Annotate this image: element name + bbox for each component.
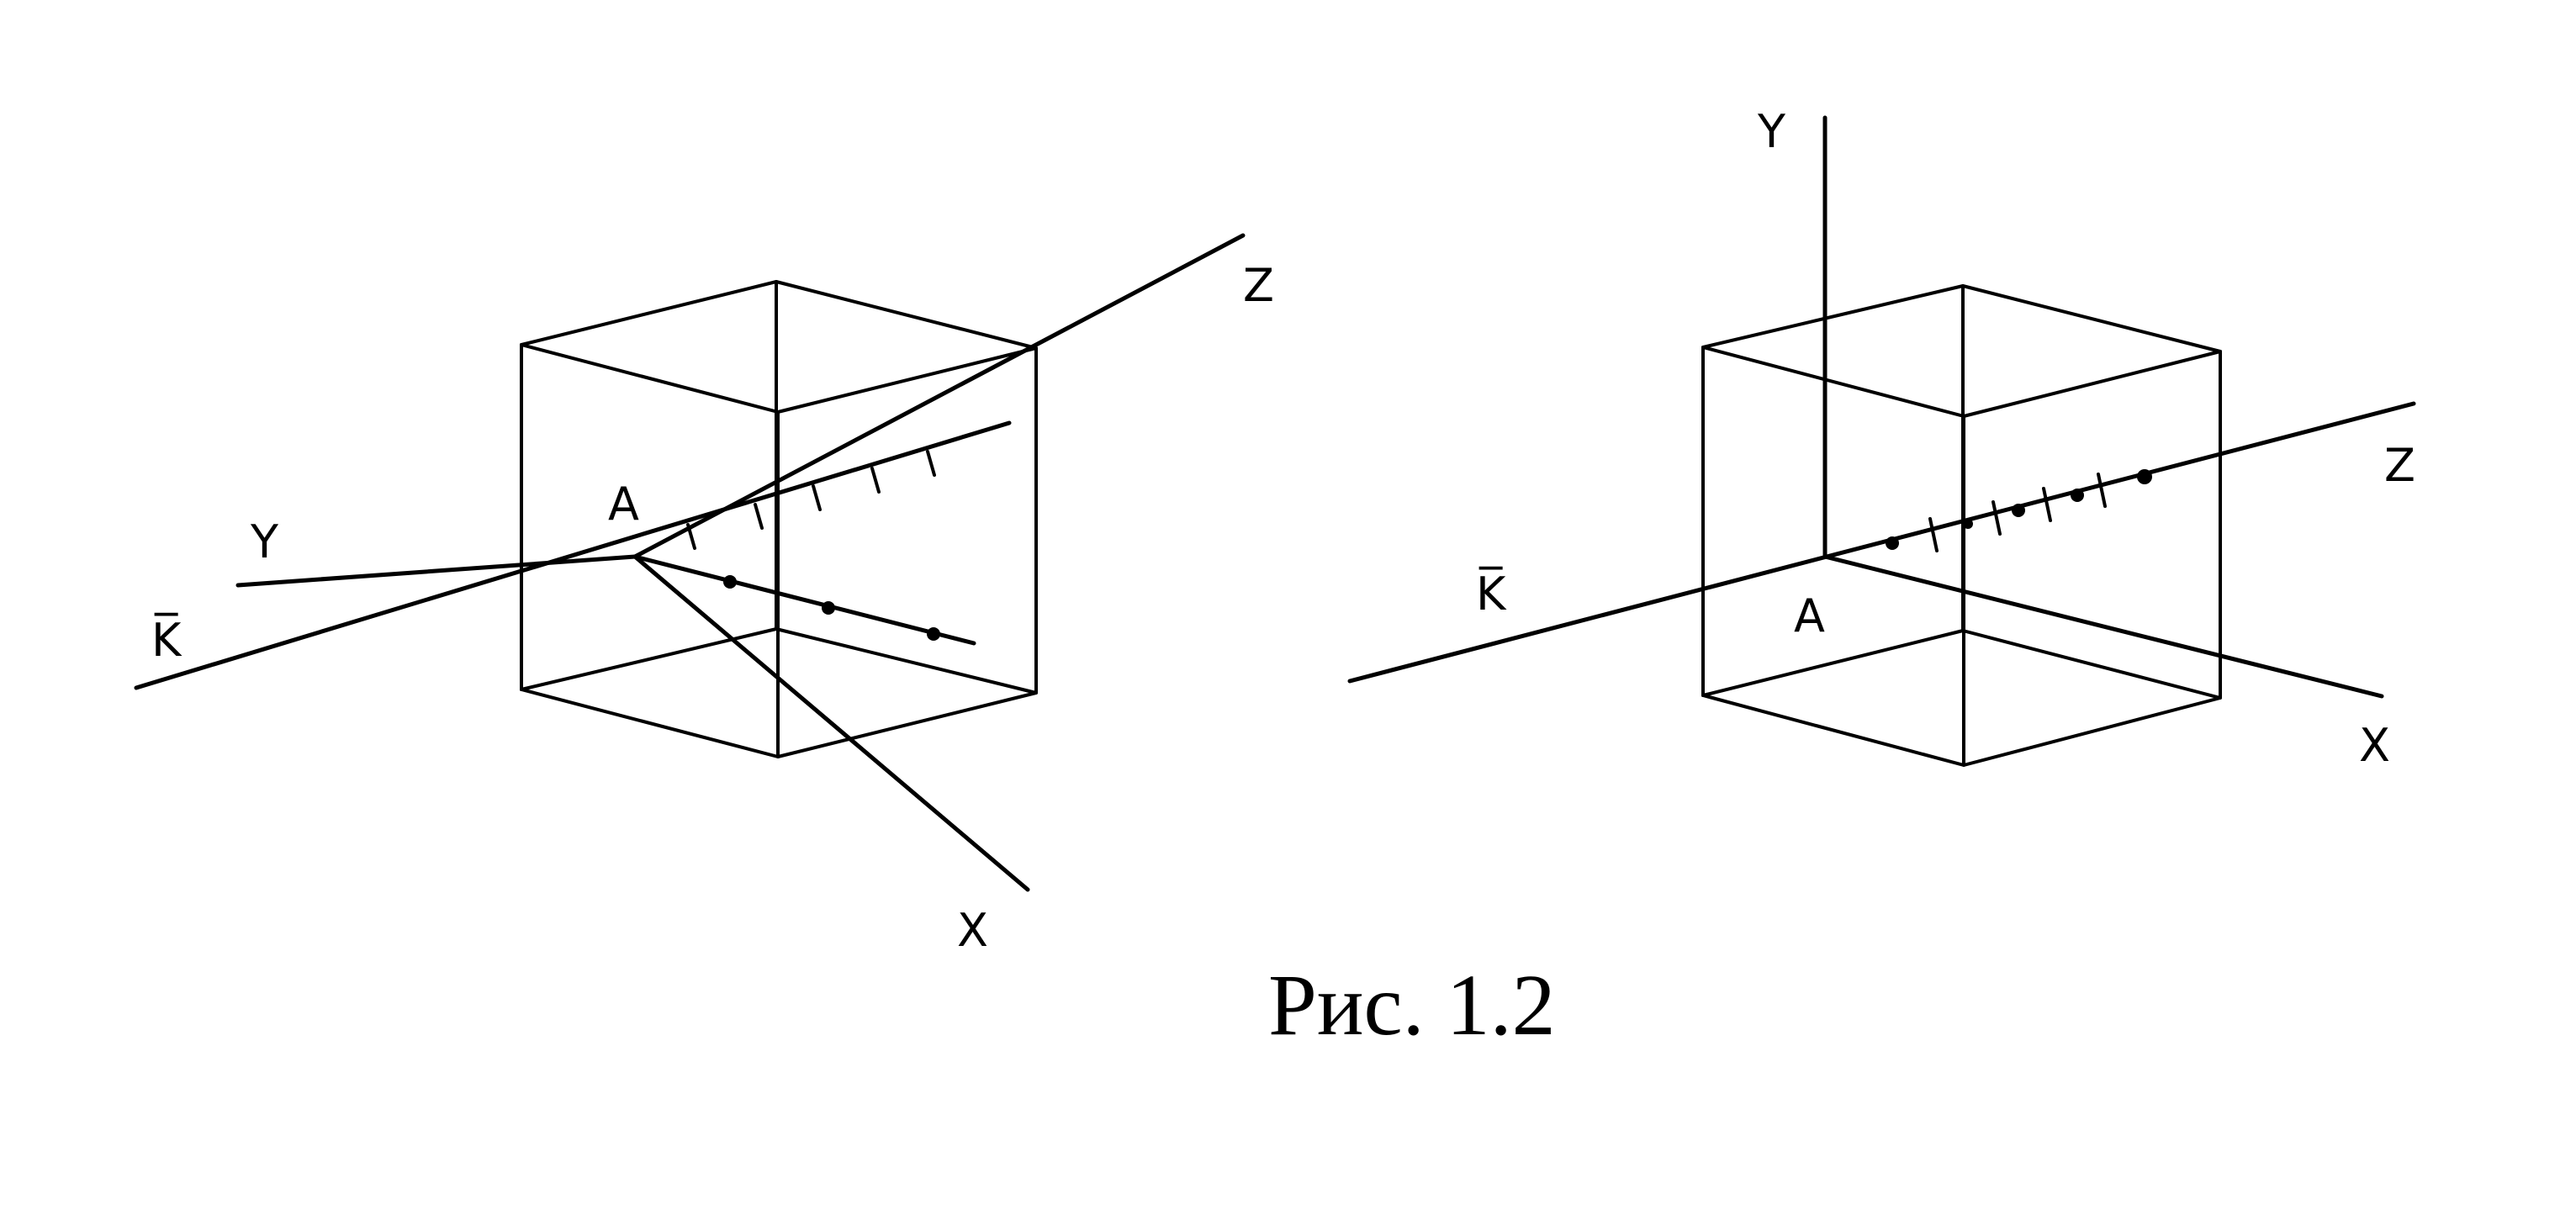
right-axes bbox=[1347, 115, 2416, 699]
left-dot bbox=[927, 627, 940, 641]
left-y-axis bbox=[235, 554, 637, 588]
left-tick bbox=[926, 450, 936, 477]
left-cube bbox=[520, 280, 1038, 758]
left-axes bbox=[134, 233, 1246, 892]
right-y-axis-label: Y bbox=[1757, 105, 1786, 158]
right-z-axis-label: Z bbox=[2384, 439, 2415, 492]
right-dot bbox=[2071, 489, 2084, 502]
left-dot bbox=[822, 601, 835, 615]
left-z-axis bbox=[632, 233, 1246, 559]
right-dot bbox=[2012, 504, 2025, 517]
right-z-axis bbox=[1347, 401, 2416, 684]
right-dot bbox=[2137, 469, 2152, 484]
right-k-vector-label: K̅ bbox=[1476, 567, 1507, 621]
left-cube-top-face bbox=[520, 280, 1038, 414]
left-x-axis bbox=[632, 554, 1030, 892]
left-dot bbox=[723, 575, 737, 589]
left-tick bbox=[812, 484, 822, 511]
right-z-dots bbox=[1886, 469, 2152, 550]
left-x-axis-label: X bbox=[957, 904, 988, 957]
right-tick bbox=[2042, 487, 2052, 522]
right-dot bbox=[1886, 536, 1899, 550]
left-projection-line bbox=[632, 554, 976, 646]
left-z-axis-label: Z bbox=[1243, 259, 1274, 312]
left-panel: A Y Z X K̅ bbox=[134, 233, 1274, 957]
left-y-axis-label: Y bbox=[250, 515, 279, 568]
left-k-vector-label: K̅ bbox=[151, 613, 182, 667]
left-point-a-label: A bbox=[608, 478, 639, 531]
right-dot bbox=[1963, 519, 1973, 529]
right-cube bbox=[1701, 284, 2222, 767]
right-cube-bottom-face bbox=[1701, 629, 2222, 767]
left-tick bbox=[870, 467, 881, 494]
right-z-ticks bbox=[1928, 473, 2107, 552]
left-projection-dots bbox=[723, 575, 940, 641]
right-tick bbox=[1992, 500, 2002, 536]
right-panel: Y Z X A K̅ bbox=[1347, 105, 2416, 772]
right-x-axis bbox=[1822, 554, 2384, 699]
left-k-ticks bbox=[686, 450, 936, 550]
right-tick bbox=[2097, 473, 2107, 508]
left-k-vector-line bbox=[134, 420, 1012, 690]
figure-caption: Рис. 1.2 bbox=[1268, 957, 1556, 1054]
right-tick bbox=[1928, 517, 1939, 552]
right-x-axis-label: X bbox=[2359, 719, 2390, 772]
left-tick bbox=[754, 503, 764, 530]
left-tick bbox=[686, 523, 696, 550]
right-point-a-label: A bbox=[1794, 589, 1825, 642]
